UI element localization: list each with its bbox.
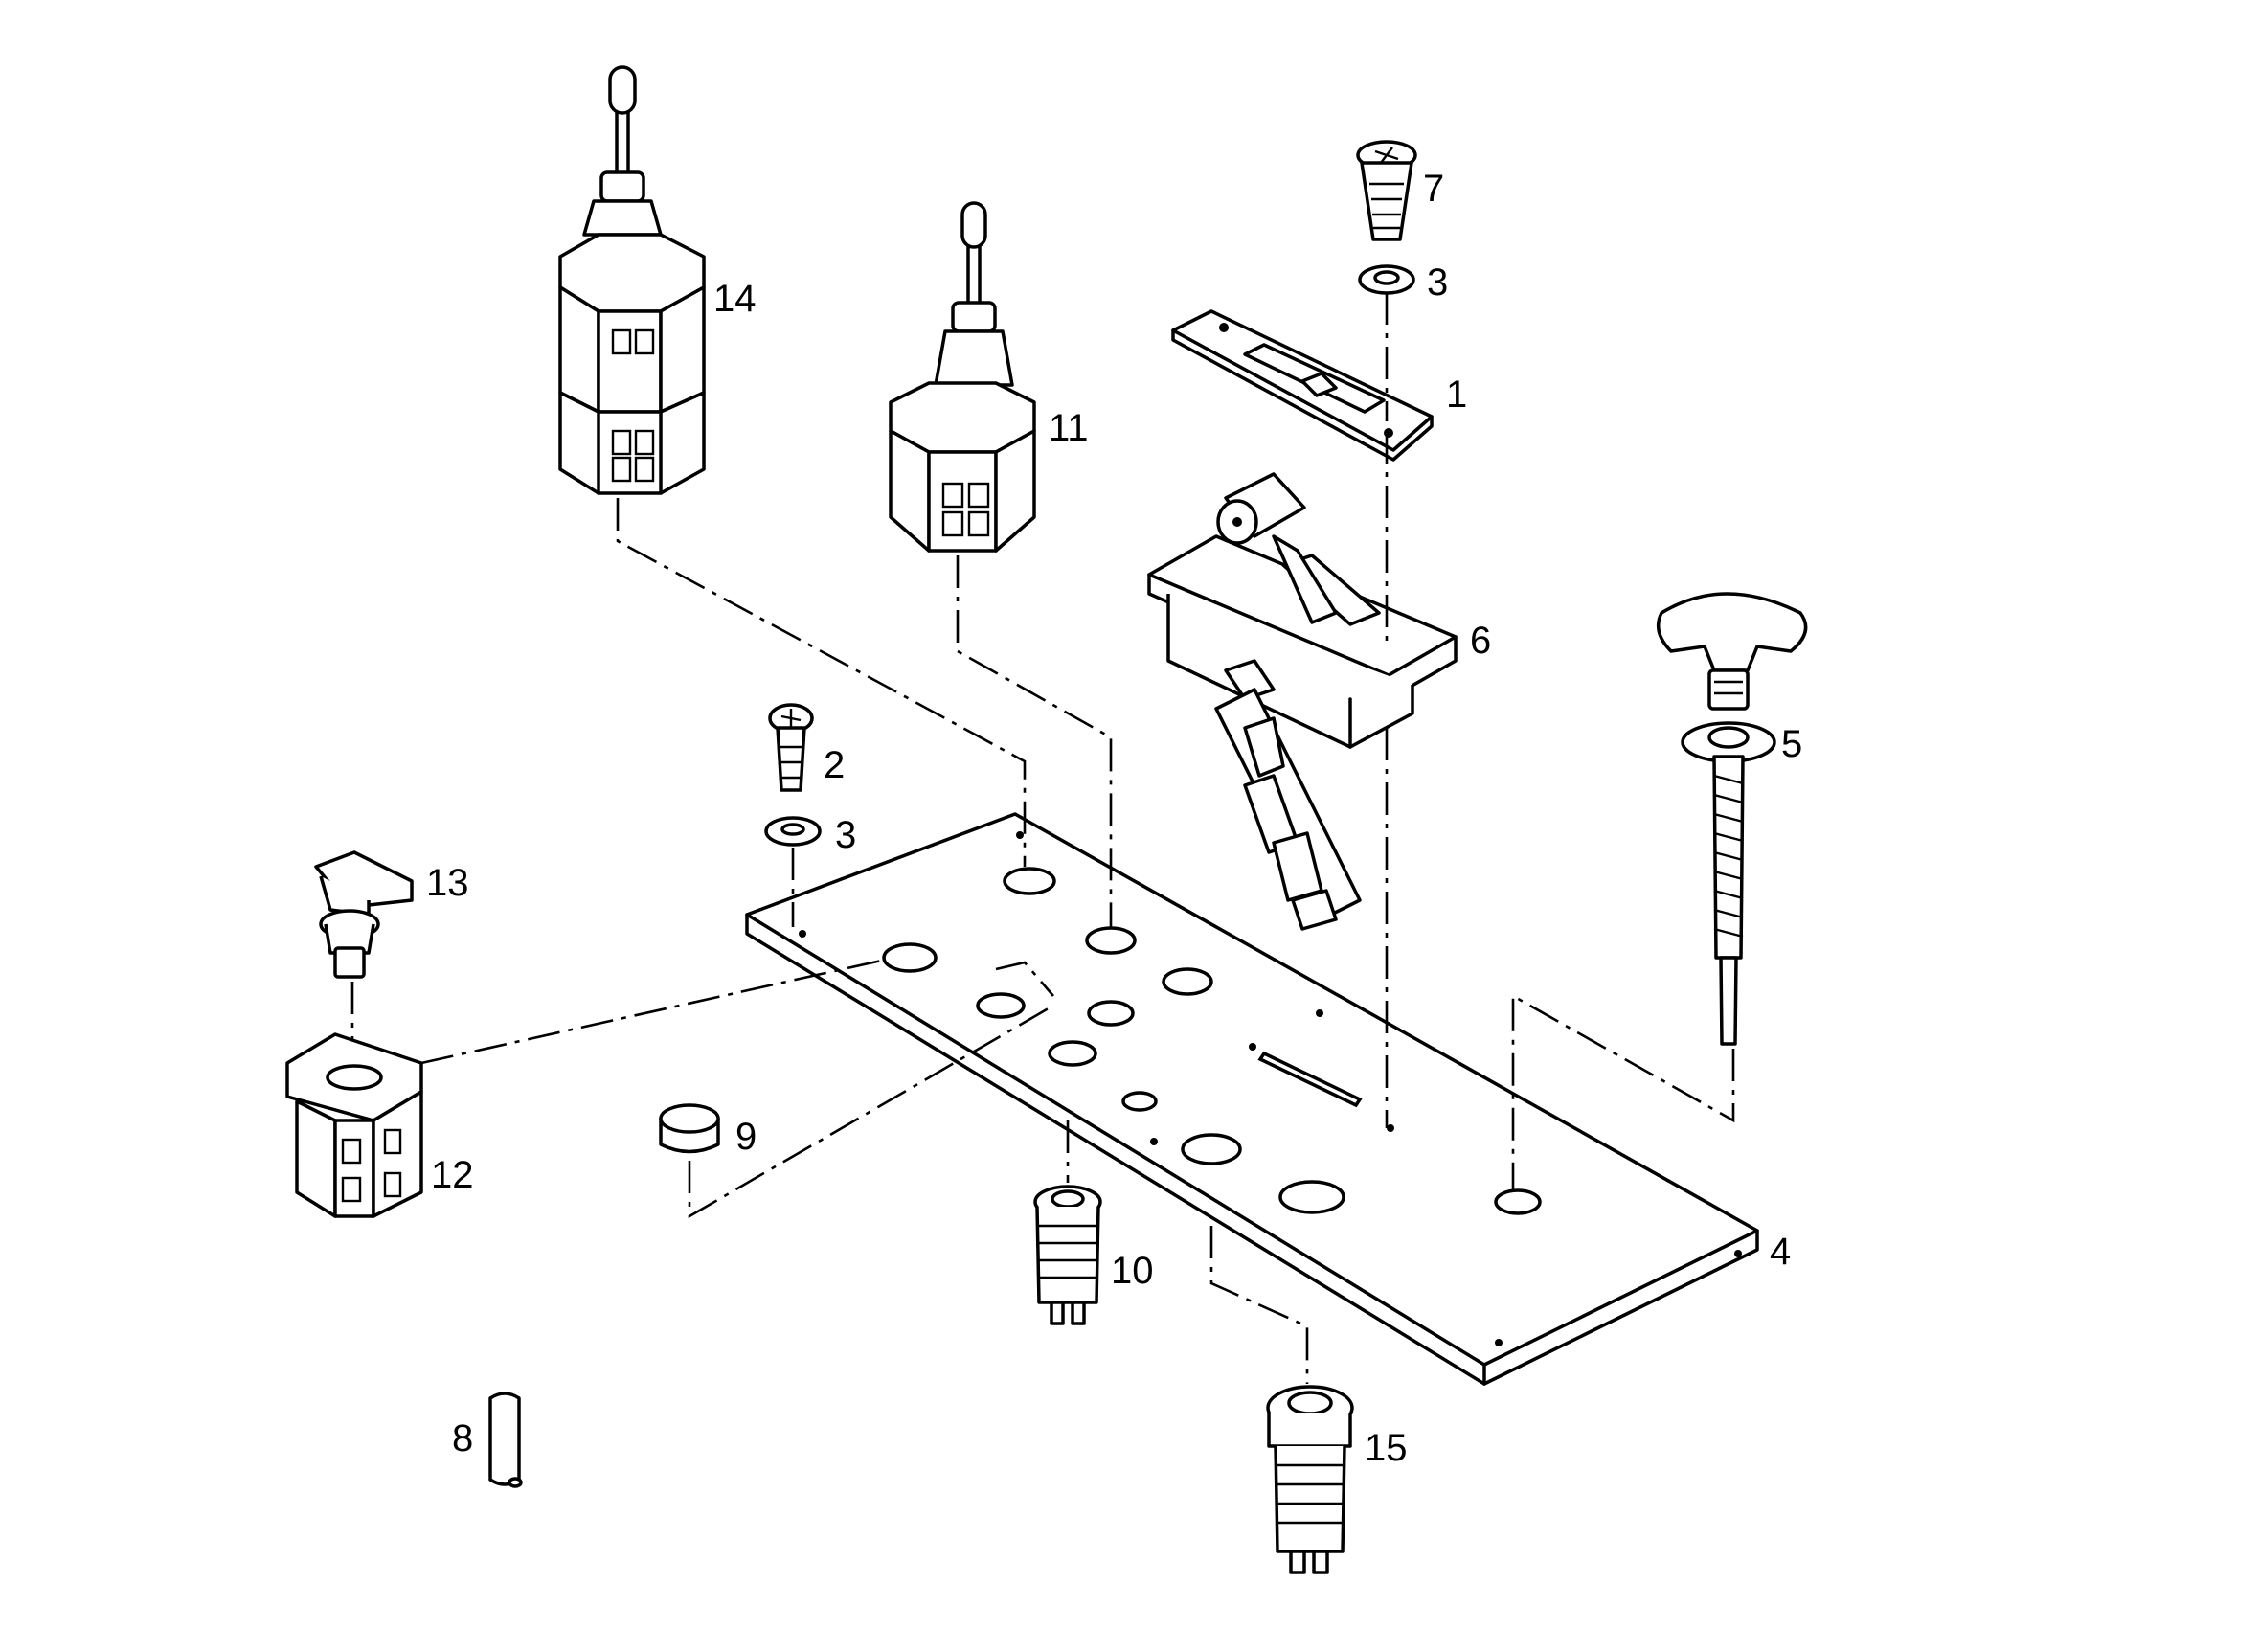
label-part-7: 7 [1423,168,1444,210]
screw-part-7 [1356,140,1417,241]
selector-knob-part-13 [314,850,414,979]
label-part-4: 4 [1770,1231,1791,1273]
label-part-5: 5 [1781,723,1802,765]
pin-part-8 [488,1392,523,1488]
label-part-3-lower: 3 [835,814,856,856]
blanking-plug-part-9 [659,1103,720,1154]
label-part-6: 6 [1470,620,1491,662]
label-part-9: 9 [735,1116,757,1158]
screw-part-2 [768,703,814,792]
label-part-10: 10 [1111,1250,1154,1292]
label-part-11: 11 [1049,407,1089,449]
label-part-15: 15 [1365,1427,1408,1469]
lever-housing-part-6 [1147,472,1458,931]
label-part-1: 1 [1446,373,1467,416]
washer-part-3-lower [764,816,822,847]
label-part-12: 12 [431,1154,474,1196]
label-part-3-upper: 3 [1427,261,1448,304]
washer-part-3-upper [1358,264,1415,295]
label-part-8: 8 [452,1417,473,1460]
pull-handle-part-5 [1656,592,1808,1046]
label-part-2: 2 [824,744,845,786]
cover-plate-part-1 [1171,309,1434,462]
switch-block-part-12 [285,1032,423,1218]
joystick-switch-part-11 [889,201,1036,553]
alignment-lines [350,292,1735,1384]
indicator-part-15 [1266,1385,1354,1574]
label-part-14: 14 [713,278,757,320]
mounting-plate-part-4 [745,812,1759,1386]
label-part-13: 13 [426,862,469,904]
part-number-labels: 1 2 3 3 4 5 6 7 8 9 10 11 12 13 14 15 [426,168,1802,1469]
joystick-switch-part-14 [558,65,706,495]
indicator-part-10 [1033,1185,1102,1325]
